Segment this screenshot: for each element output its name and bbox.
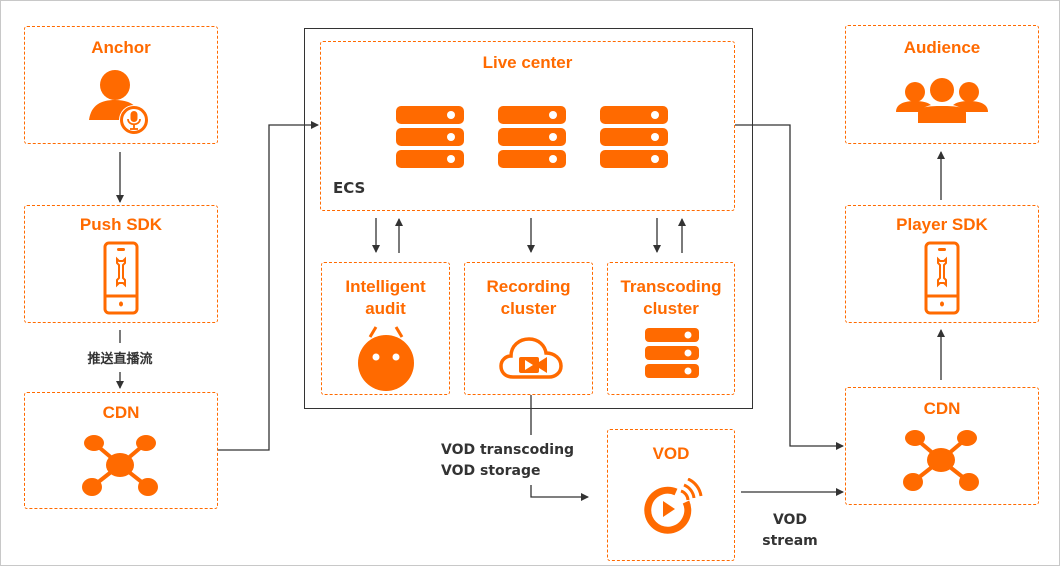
node-cdn-left[interactable]: CDN [24, 392, 218, 509]
node-title-line2: cluster [643, 299, 699, 318]
node-title-line2: cluster [500, 299, 557, 318]
node-anchor[interactable]: Anchor [24, 26, 218, 144]
node-live-center[interactable]: Live center ECS [320, 41, 735, 211]
node-title: Anchor [91, 38, 151, 57]
mobile-wrench-icon [103, 241, 139, 315]
node-audience[interactable]: Audience [845, 25, 1039, 144]
server-icon [498, 106, 566, 168]
node-title: VOD [652, 444, 690, 463]
node-vod[interactable]: VOD [607, 429, 735, 561]
node-title: Push SDK [79, 215, 163, 234]
server-icon [396, 106, 464, 168]
server-row [396, 106, 671, 170]
node-title: Player SDK [896, 215, 988, 234]
cloud-video-icon [499, 337, 563, 379]
node-push-sdk[interactable]: Push SDK [24, 205, 218, 323]
node-title-line1: Transcoding [620, 277, 722, 296]
node-title: CDN [102, 403, 140, 422]
edge-label-vod-storage: VOD storage [441, 463, 541, 479]
node-title-line1: Recording [486, 277, 571, 296]
ecs-label: ECS [333, 179, 366, 197]
edge-label-vod-transcoding: VOD transcoding [441, 442, 575, 458]
network-hub-icon [82, 435, 158, 496]
node-title: Live center [482, 53, 573, 72]
node-cdn-right[interactable]: CDN [845, 387, 1039, 505]
node-transcoding-cluster[interactable]: Transcoding cluster [607, 262, 735, 395]
node-title: CDN [923, 399, 961, 418]
mobile-wrench-icon [924, 241, 960, 315]
edge-live-cdnright [735, 124, 844, 450]
ecs-frame [304, 28, 753, 409]
node-recording-cluster[interactable]: Recording cluster [464, 262, 593, 395]
edge-label-vod [530, 485, 589, 501]
node-title: Audience [903, 38, 981, 57]
node-title-line2: audit [365, 299, 406, 318]
vod-play-broadcast-icon [644, 478, 703, 534]
edge-label-vod-stream-2: stream [762, 533, 818, 549]
node-title-line1: Intelligent [345, 277, 426, 296]
edge-label-vod-stream-1: VOD [772, 512, 808, 528]
server-icon [600, 106, 668, 168]
server-icon [645, 328, 699, 378]
edge-label-push-stream: 推送直播流 [87, 352, 153, 367]
network-hub-icon [903, 430, 979, 491]
edge-cdn-livecenter [218, 121, 319, 451]
node-player-sdk[interactable]: Player SDK [845, 205, 1039, 323]
android-robot-icon [358, 326, 414, 391]
anchor-user-mic-icon [89, 70, 149, 135]
node-intelligent-audit[interactable]: Intelligent audit [321, 262, 450, 395]
users-group-icon [896, 77, 988, 123]
